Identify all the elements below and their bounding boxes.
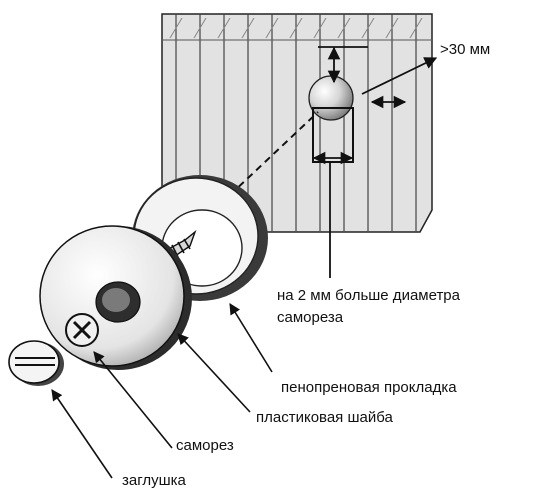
leader-arrows (51, 303, 273, 479)
cap-label: заглушка (122, 472, 187, 489)
drilled-hole (308, 75, 354, 163)
cap (8, 340, 64, 386)
hole-note-line2: самореза (277, 309, 344, 326)
dimension-arrows (312, 46, 438, 278)
hole-note-line1: на 2 мм больше диаметра (277, 287, 461, 304)
polycarbonate-panel (161, 13, 433, 233)
foam-gasket-label: пенопреновая прокладка (281, 379, 457, 396)
screw-head (65, 313, 99, 347)
plastic-washer-label: пластиковая шайба (256, 409, 393, 426)
screw-label: саморез (176, 437, 234, 454)
gap-label: >30 мм (440, 41, 490, 58)
plastic-washer (39, 225, 192, 370)
